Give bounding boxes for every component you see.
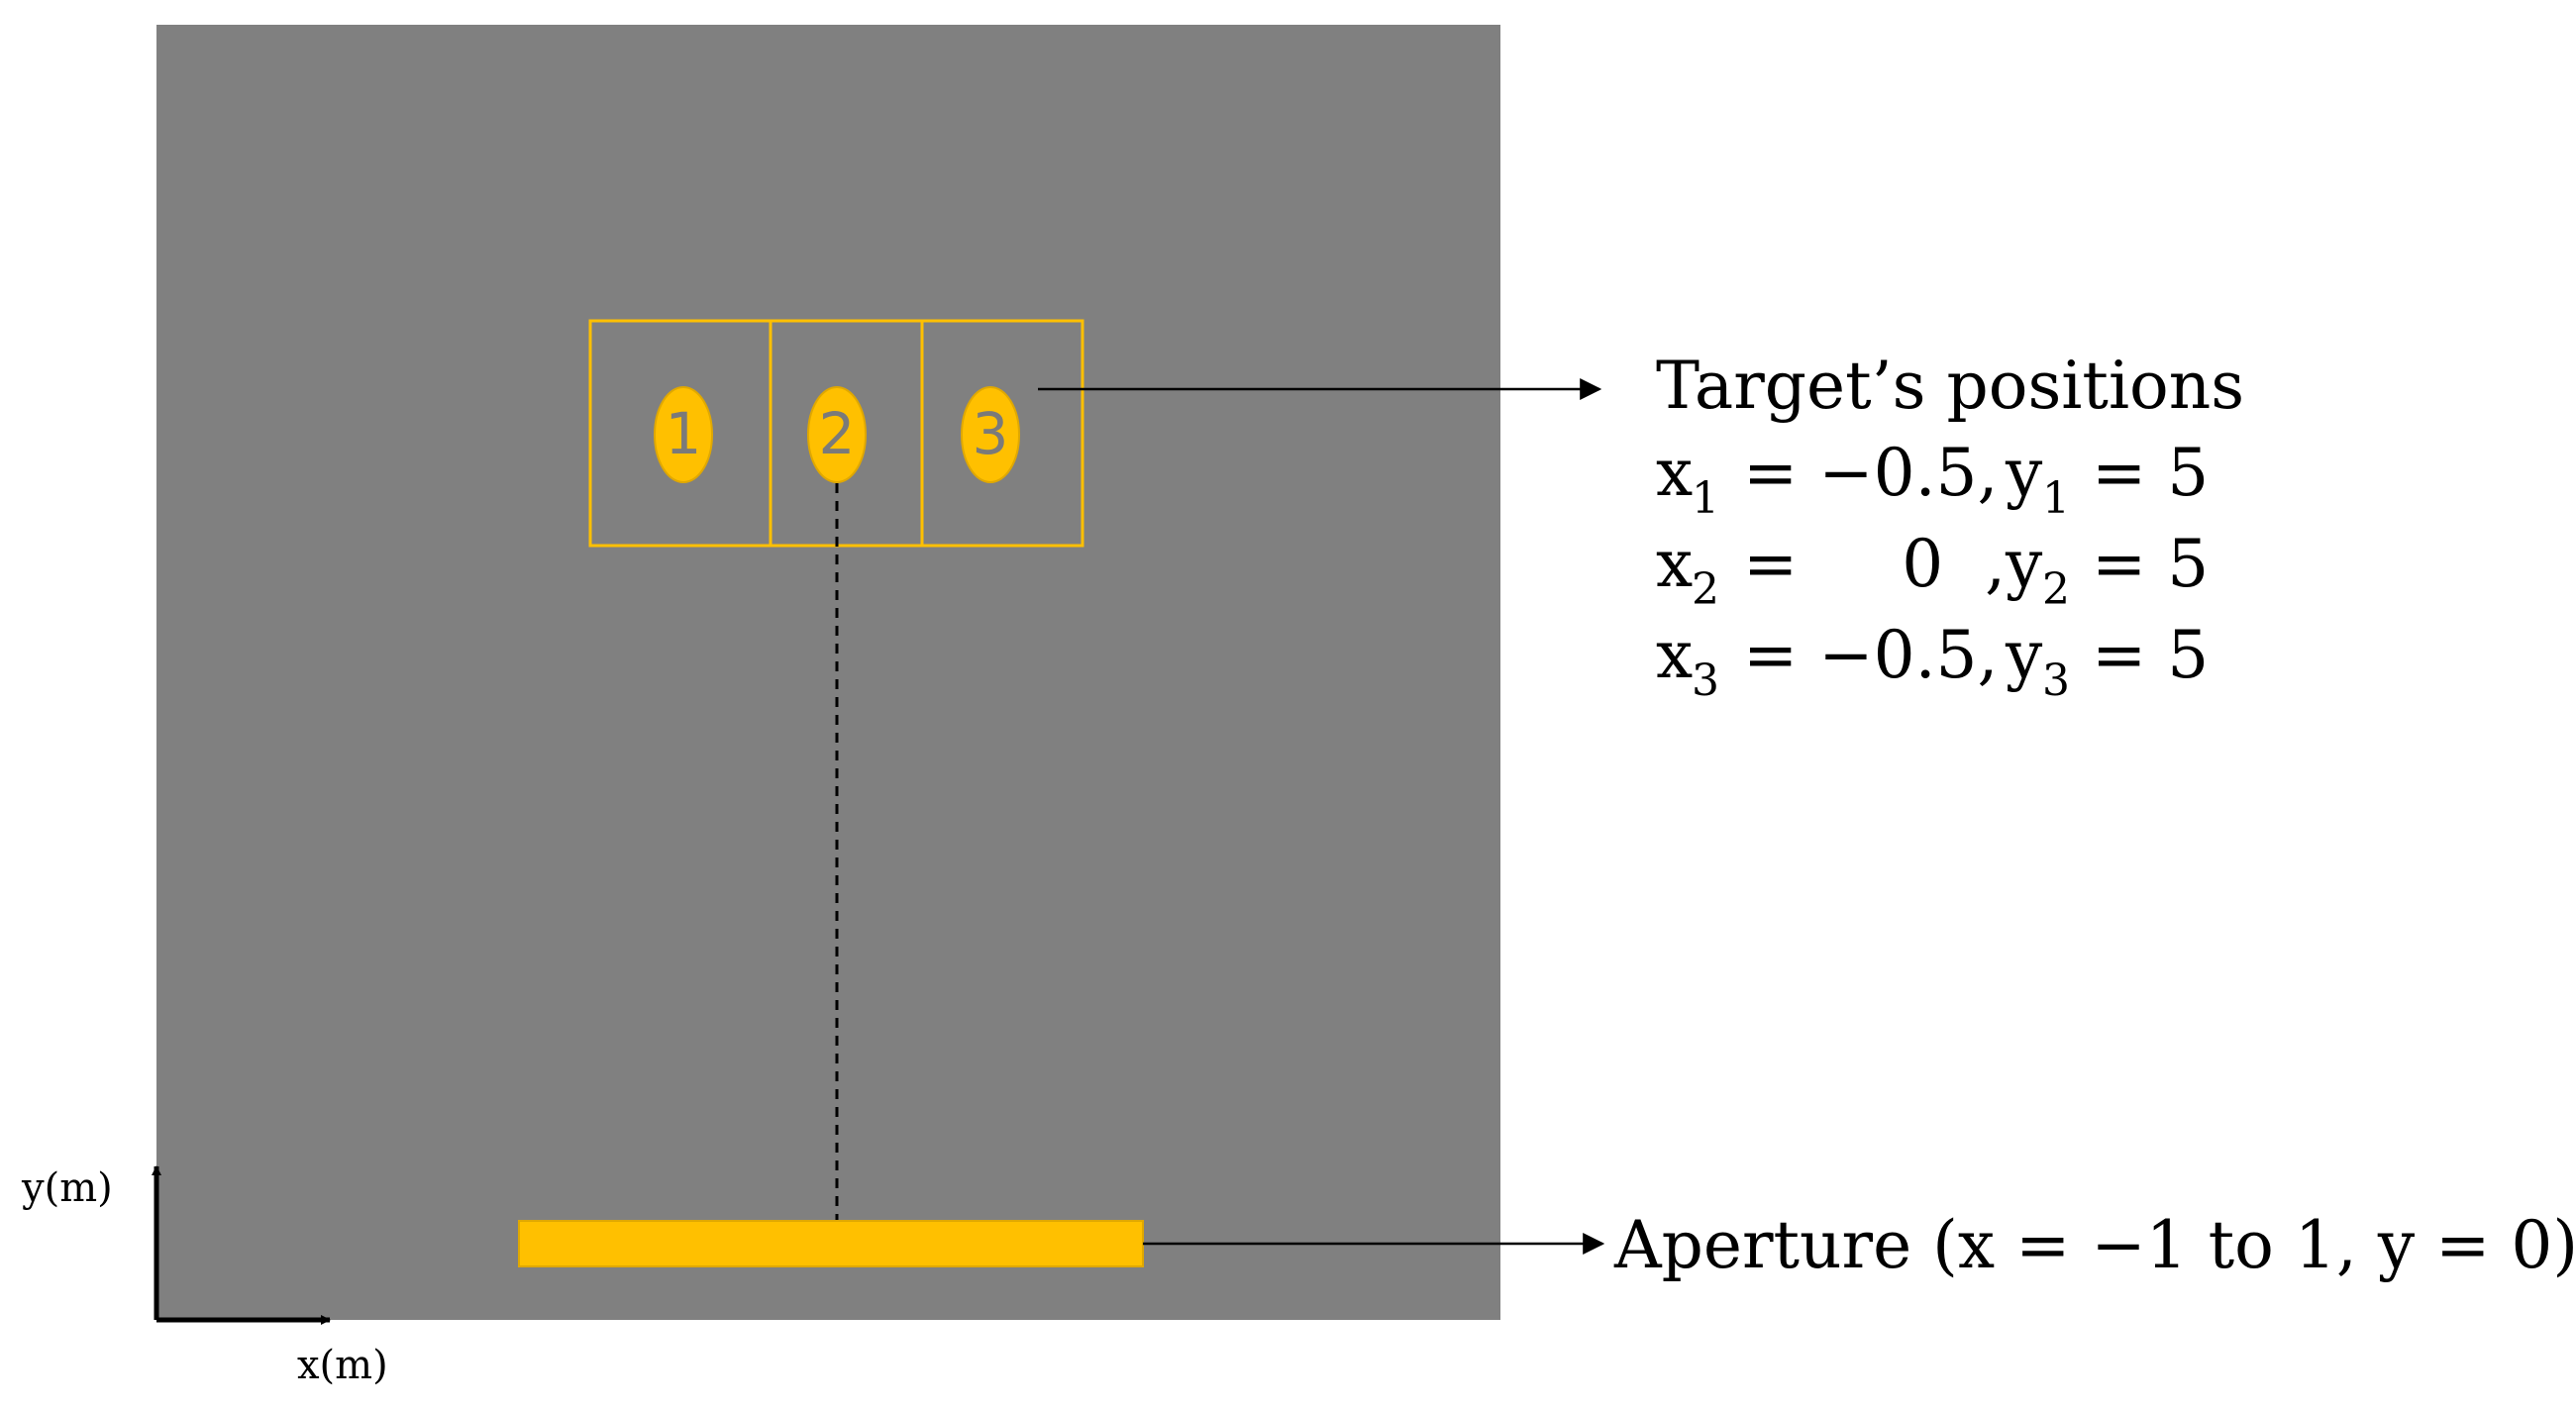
x-axis-label: x(m) <box>297 1343 388 1388</box>
y-axis-label: y(m) <box>21 1165 113 1211</box>
x2-value: = 0 , <box>1743 526 2006 602</box>
x3-value: = −0.5, <box>1743 617 1999 693</box>
y3-sub: 3 <box>2042 655 2070 706</box>
target-2-marker <box>807 386 867 483</box>
target-cell-3 <box>920 319 1084 548</box>
aperture-label: Aperture (x = −1 to 1, y = 0) <box>1613 1207 2576 1283</box>
x1-var: x <box>1656 435 1693 511</box>
imaging-area <box>156 25 1500 1320</box>
y2-sub: 2 <box>2042 564 2070 615</box>
aperture-bar <box>518 1220 1144 1267</box>
target-3-marker <box>961 386 1020 483</box>
target-2-number: 2 <box>819 400 856 467</box>
x3-sub: 3 <box>1692 655 1719 706</box>
target-2: 2 <box>807 386 867 483</box>
target-3: 3 <box>961 386 1020 483</box>
x2-sub: 2 <box>1692 564 1719 615</box>
target-position-row-3: x 3 = −0.5, y 3 = 5 <box>1656 617 2209 706</box>
x2-var: x <box>1656 526 1693 602</box>
x3-var: x <box>1656 617 1693 693</box>
target-position-row-2: x 2 = 0 , y 2 = 5 <box>1656 526 2209 615</box>
target-3-number: 3 <box>973 400 1009 467</box>
coordinate-axes: x(m) y(m) <box>21 1165 388 1388</box>
x1-sub: 1 <box>1692 473 1719 524</box>
y2-var: y <box>2005 526 2043 602</box>
y3-var: y <box>2005 617 2043 693</box>
target-positions-title: Target’s positions <box>1656 348 2244 424</box>
target-1-marker <box>654 386 713 483</box>
target-grid <box>588 319 1084 548</box>
y3-value: = 5 <box>2092 617 2209 693</box>
y2-value: = 5 <box>2092 526 2209 602</box>
y1-value: = 5 <box>2092 435 2209 511</box>
y1-sub: 1 <box>2042 473 2070 524</box>
target-position-row-1: x 1 = −0.5, y 1 = 5 <box>1656 435 2209 524</box>
x1-value: = −0.5, <box>1743 435 1999 511</box>
y1-var: y <box>2005 435 2043 511</box>
target-1-number: 1 <box>666 400 702 467</box>
target-positions-annotation: Target’s positions x 1 = −0.5, y 1 = 5 x… <box>1656 348 2244 706</box>
target-1: 1 <box>654 386 713 483</box>
